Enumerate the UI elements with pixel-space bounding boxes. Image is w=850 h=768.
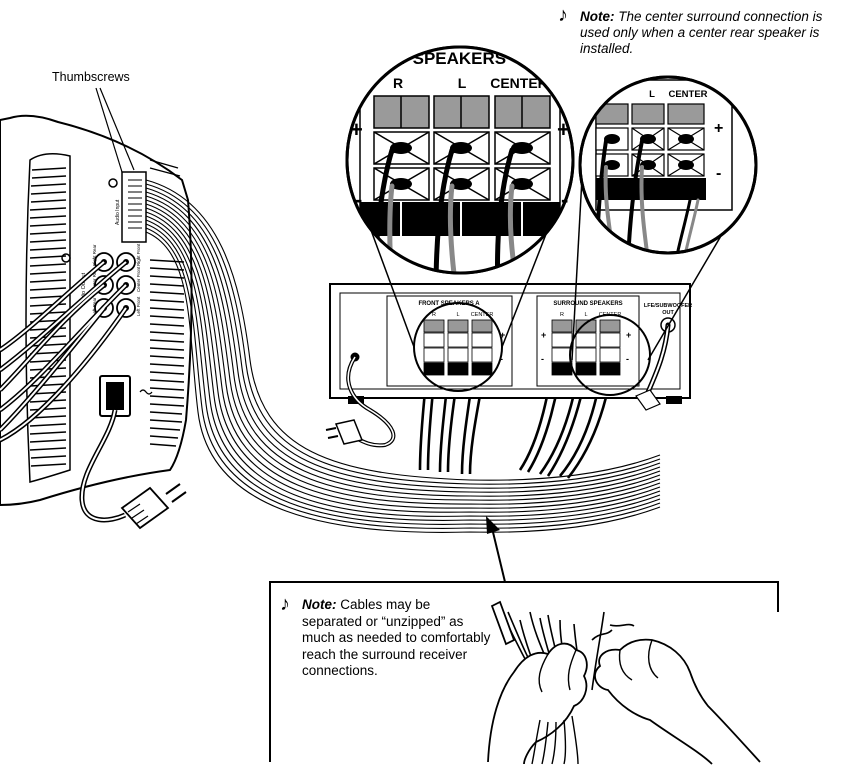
surr-plus-small-r: +	[626, 330, 631, 340]
hands-unzipping-cables	[487, 600, 761, 765]
front-r-small: R	[432, 312, 436, 318]
front-speakers-zoom: ONT SPEAKERS R L CENTER	[345, 45, 575, 348]
surr-r-small: R	[560, 312, 564, 318]
left-front-label: Left Front	[136, 296, 141, 316]
ribbon-cable-bundle	[145, 179, 661, 533]
front-speakers-zoom-title: ONT SPEAKERS	[372, 49, 506, 68]
receiver: FRONT SPEAKERS A R L CENTER + - SURROUND…	[329, 283, 692, 404]
audio-input-label: Audio Input	[115, 199, 121, 225]
module-power-cord	[79, 409, 187, 530]
audio-output-label: Audio Output	[81, 272, 87, 305]
note-bottom-title: Note:	[302, 597, 337, 612]
right-front-label: Right Front	[136, 243, 141, 266]
surround-speakers-zoom: L CENTER	[571, 75, 758, 361]
front-l-small: L	[456, 312, 459, 318]
front-l-label: L	[458, 75, 467, 91]
surr-minus-small-l: -	[541, 354, 544, 364]
front-center-label: CENTER	[490, 75, 548, 91]
surround-speakers-label: SURROUND SPEAKERS	[553, 301, 622, 307]
surr-center-label: CENTER	[668, 89, 707, 100]
note-box	[269, 516, 779, 762]
lfe-out-label: OUT	[662, 310, 674, 316]
note-bottom: Note: Cables may be separated or “unzipp…	[302, 597, 492, 680]
front-plus-small: +	[500, 330, 505, 340]
front-r-label: R	[393, 75, 403, 91]
surr-l-label: L	[649, 89, 655, 100]
acoustimass-module: Audio Input Audio Output Right Rear Cent…	[0, 114, 193, 507]
lfe-cable	[635, 324, 671, 411]
front-minus-small: -	[500, 354, 503, 364]
center-rear-label: Center Rear	[92, 267, 97, 292]
lfe-subwoofer-label: LFE/SUBWOOFER	[644, 303, 692, 309]
note-top-text: The center surround connection is used o…	[580, 9, 823, 56]
receiver-power-cord	[325, 355, 396, 448]
front-plus-right: +	[557, 117, 570, 142]
note-top-title: Note:	[580, 9, 615, 24]
thumbscrews-leaders	[95, 87, 135, 173]
music-note-icon: ♪	[280, 593, 290, 615]
front-minus-left: -	[355, 187, 362, 212]
note-bottom-text: Cables may be separated or “unzipped” as…	[302, 597, 491, 678]
surr-minus-label: -	[716, 165, 721, 182]
front-plus-left: +	[350, 117, 363, 142]
left-rear-label: Left Rear	[92, 297, 97, 316]
center-front-label: Center Front	[136, 266, 141, 292]
thumbscrews-label: Thumbscrews	[52, 70, 130, 84]
surr-minus-small-r: -	[626, 354, 629, 364]
surr-plus-small-l: +	[541, 330, 546, 340]
front-center-small: CENTER	[471, 312, 494, 318]
note-top: Note: The center surround connection is …	[580, 9, 850, 57]
front-minus-right: -	[561, 187, 568, 212]
right-rear-label: Right Rear	[92, 244, 97, 266]
surr-l-small: L	[584, 312, 587, 318]
surr-plus-label: +	[714, 120, 723, 137]
music-note-icon: ♪	[558, 4, 568, 26]
